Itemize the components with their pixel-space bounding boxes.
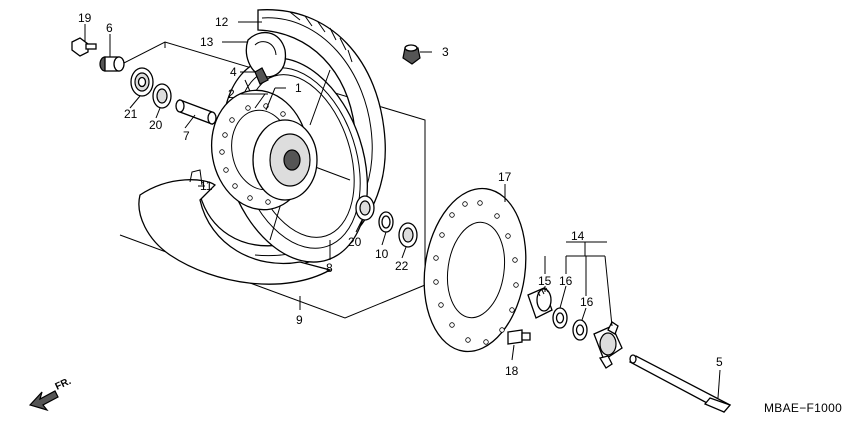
callout-16a: 16 xyxy=(559,274,573,288)
callout-2: 2 xyxy=(228,87,235,101)
bearing-21 xyxy=(130,67,154,97)
callout-13: 13 xyxy=(200,35,214,49)
valve xyxy=(254,67,269,85)
brake-disc-17 xyxy=(423,187,527,353)
callout-17: 17 xyxy=(498,170,512,184)
callout-20b: 20 xyxy=(348,235,362,249)
callout-6: 6 xyxy=(106,21,113,35)
bolt-19 xyxy=(71,37,97,57)
callout-3: 3 xyxy=(442,45,449,59)
callout-22: 22 xyxy=(395,259,409,273)
callout-20a: 20 xyxy=(149,118,163,132)
callout-4: 4 xyxy=(230,65,237,79)
washer-16-left xyxy=(552,307,568,329)
callout-8: 8 xyxy=(326,261,333,275)
collar-6 xyxy=(99,56,125,72)
callout-labels: 1 2 3 4 5 6 7 8 9 10 11 12 13 14 15 16 1… xyxy=(78,11,723,378)
bolt-18 xyxy=(507,329,531,345)
callout-7: 7 xyxy=(183,129,190,143)
cover xyxy=(138,169,332,285)
leader-lines xyxy=(84,21,721,399)
callout-10: 10 xyxy=(375,247,389,261)
callout-18: 18 xyxy=(505,364,519,378)
spacer-7 xyxy=(175,99,217,125)
cap-3 xyxy=(402,44,421,65)
callout-1: 1 xyxy=(295,81,302,95)
diagram-code: MBAE−F1000 xyxy=(764,401,842,415)
inner-tube xyxy=(245,31,287,78)
gear-15 xyxy=(527,287,553,319)
assembly-outline xyxy=(119,41,426,319)
callout-21: 21 xyxy=(124,107,138,121)
ring-10 xyxy=(378,211,394,233)
gearbox-14 xyxy=(593,321,623,369)
callout-16b: 16 xyxy=(580,295,594,309)
callout-11: 11 xyxy=(200,179,213,193)
seal-20-left xyxy=(152,83,172,109)
callout-14: 14 xyxy=(571,229,585,243)
callout-9: 9 xyxy=(296,313,303,327)
callout-12: 12 xyxy=(215,15,229,29)
callout-19: 19 xyxy=(78,11,92,25)
front-direction-arrow: FR. xyxy=(28,376,73,412)
seal-20-right xyxy=(355,195,375,221)
axle-5 xyxy=(628,354,732,413)
washer-16-right xyxy=(572,319,588,341)
front-direction-label: FR. xyxy=(54,376,73,393)
callout-5: 5 xyxy=(716,355,723,369)
seal-22 xyxy=(398,222,418,248)
callout-15: 15 xyxy=(538,274,552,288)
hub xyxy=(252,119,318,201)
